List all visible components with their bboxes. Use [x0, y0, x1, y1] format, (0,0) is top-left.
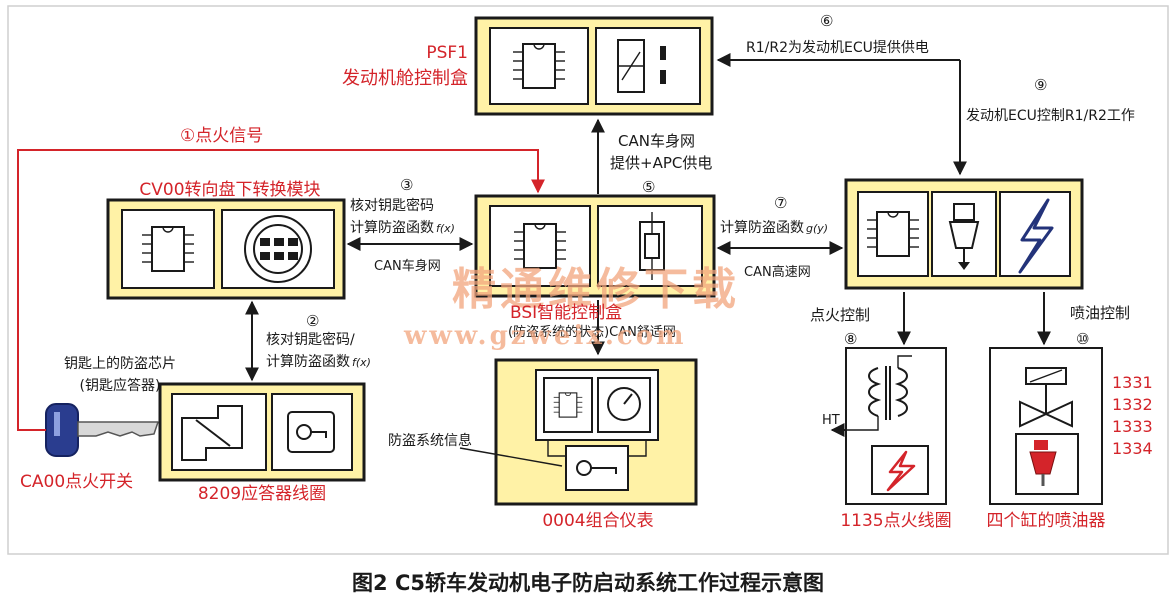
bsi-module — [474, 194, 716, 298]
psf1-module — [474, 16, 714, 116]
conn2-line1: 核对钥匙密码/ — [266, 331, 355, 348]
conn2-num: ② — [306, 312, 319, 330]
conn9-text: 发动机ECU控制R1/R2工作 — [966, 108, 1135, 124]
transceiver-icon — [244, 215, 312, 283]
conn3-line1: 核对钥匙密码 — [350, 197, 434, 214]
injector-icon — [948, 203, 980, 270]
injector-code-4: 1334 — [1112, 439, 1153, 458]
conn4-line2: 提供+APC供电 — [610, 154, 712, 172]
engine-ecu-module — [844, 178, 1084, 290]
ignition-coil-module — [845, 347, 947, 505]
transformer-icon — [846, 355, 912, 431]
solenoid-valve-icon — [1019, 367, 1073, 428]
injectors-label: 四个缸的喷油器 — [987, 510, 1106, 531]
conn8-num: ⑧ — [844, 330, 857, 348]
conn5-num: ⑤ — [642, 178, 655, 196]
cluster-key-icon — [576, 460, 617, 476]
conn3-num: ③ — [400, 176, 413, 194]
conn7-num: ⑦ — [774, 194, 787, 212]
injectors-module — [989, 347, 1103, 505]
conn10-text: 喷油控制 — [1070, 304, 1130, 322]
bsi-label: BSI智能控制盒 — [510, 303, 622, 323]
spark-icon — [1018, 198, 1054, 274]
ignition-signal-line — [17, 149, 545, 431]
antitheft-info-pointer — [459, 447, 563, 467]
antenna-coil-icon — [181, 405, 243, 461]
gauge-icon — [607, 387, 641, 421]
ignition-coil-label: 1135点火线圈 — [840, 511, 951, 531]
conn4-line1: CAN车身网 — [618, 132, 695, 150]
antitheft-info-label: 防盗系统信息 — [388, 432, 472, 449]
coil-8209-module — [158, 382, 366, 482]
key-chip-sublabel: (钥匙应答器) — [80, 377, 161, 394]
key-lock-icon — [287, 411, 335, 453]
fuse-icon — [639, 212, 665, 280]
conn8-text: 点火控制 — [810, 306, 870, 324]
instrument-cluster-module — [494, 358, 698, 506]
spark-red-icon — [886, 450, 916, 492]
coil-8209-label: 8209应答器线圈 — [198, 484, 326, 504]
injector-red-icon — [1029, 440, 1057, 486]
figure-caption: 图2 C5轿车发动机电子防启动系统工作过程示意图 — [352, 571, 824, 595]
ignition-switch-label: CA00点火开关 — [20, 472, 133, 492]
injector-code-1: 1331 — [1112, 373, 1153, 392]
conn1-label: ①点火信号 — [180, 126, 263, 146]
watermark-url: www.gzweix.com — [403, 321, 687, 351]
conn9-num: ⑨ — [1034, 76, 1047, 94]
cv00-module — [106, 198, 346, 300]
bsi-sublabel: (防盗系统的状态)CAN舒适网 — [508, 324, 676, 340]
cv00-label: CV00转向盘下转换模块 — [139, 180, 320, 200]
ht-label: HT — [822, 413, 840, 428]
conn10-num: ⑩ — [1076, 330, 1089, 348]
injector-code-3: 1333 — [1112, 417, 1153, 436]
cluster-label: 0004组合仪表 — [542, 511, 653, 531]
conn3-bus: CAN车身网 — [374, 258, 441, 274]
car-key — [45, 403, 160, 457]
watermark-text: 精通维修下载 — [452, 264, 740, 315]
key-chip-label: 钥匙上的防盗芯片 — [64, 356, 176, 372]
conn6-num: ⑥ — [820, 12, 833, 30]
psf1-subtitle: 发动机舱控制盒 — [342, 68, 468, 89]
injector-code-2: 1332 — [1112, 395, 1153, 414]
conn6-text: R1/R2为发动机ECU提供供电 — [746, 40, 929, 56]
relay-icon — [617, 39, 666, 93]
outer-border — [7, 5, 1169, 555]
conn7-bus: CAN高速网 — [744, 264, 811, 280]
psf1-title: PSF1 — [426, 43, 468, 63]
